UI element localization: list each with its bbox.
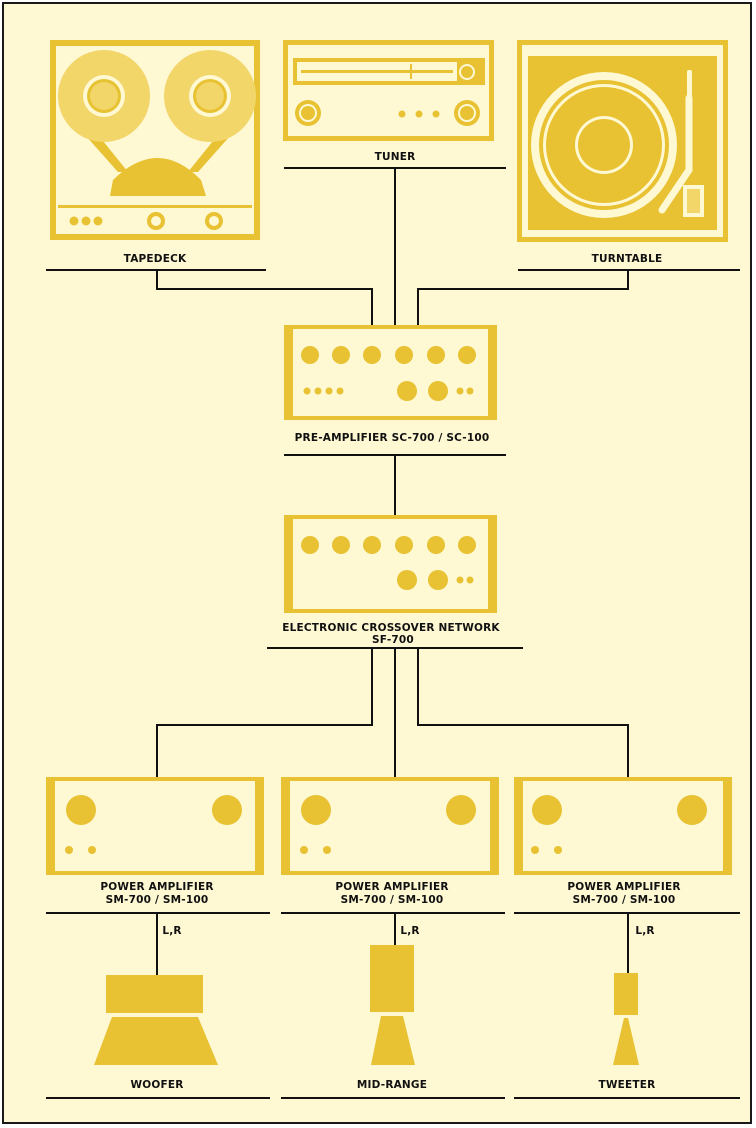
power-amp-1-label-line1: POWER AMPLIFIER [100, 881, 213, 893]
tapedeck-label: TAPEDECK [124, 253, 187, 265]
connector-lines [156, 168, 629, 975]
power-amp-2-label-line1: POWER AMPLIFIER [335, 881, 448, 893]
power-amp-2-channel: L,R [400, 925, 419, 937]
power-amp-1-label-line2: SM-700 / SM-100 [106, 894, 209, 906]
power-amp-3-label-line2: SM-700 / SM-100 [573, 894, 676, 906]
mid-range-icon [370, 945, 415, 1065]
woofer-icon [94, 975, 218, 1065]
connector-turntable-preamp [417, 270, 629, 325]
connector-tapedeck-preamp [156, 270, 373, 325]
power-amplifier-icon [46, 777, 264, 875]
connector-crossover-amp-3 [417, 648, 629, 777]
power-amp-2-label-line2: SM-700 / SM-100 [341, 894, 444, 906]
power-amplifier-icon [281, 777, 499, 875]
power-amp-1-channel: L,R [162, 925, 181, 937]
tweeter-icon [613, 973, 639, 1065]
woofer-label: WOOFER [130, 1079, 183, 1091]
tweeter-label: TWEETER [599, 1079, 656, 1091]
crossover-icon [284, 515, 497, 613]
tuner-icon [283, 40, 494, 141]
turntable-label: TURNTABLE [592, 253, 663, 265]
crossover-label-line2: SF-700 [372, 634, 414, 646]
mid-range-label: MID-RANGE [357, 1079, 427, 1091]
preamp-label: PRE-AMPLIFIER SC-700 / SC-100 [295, 432, 490, 444]
tuner-label: TUNER [375, 151, 416, 163]
preamplifier-icon [284, 325, 497, 420]
power-amp-3-channel: L,R [635, 925, 654, 937]
power-amplifier-icon [514, 777, 732, 875]
tapedeck-icon [50, 40, 260, 240]
power-amp-3-label-line1: POWER AMPLIFIER [567, 881, 680, 893]
connector-crossover-amp-1 [156, 648, 373, 777]
turntable-icon [517, 40, 728, 242]
crossover-label-line1: ELECTRONIC CROSSOVER NETWORK [282, 622, 500, 634]
